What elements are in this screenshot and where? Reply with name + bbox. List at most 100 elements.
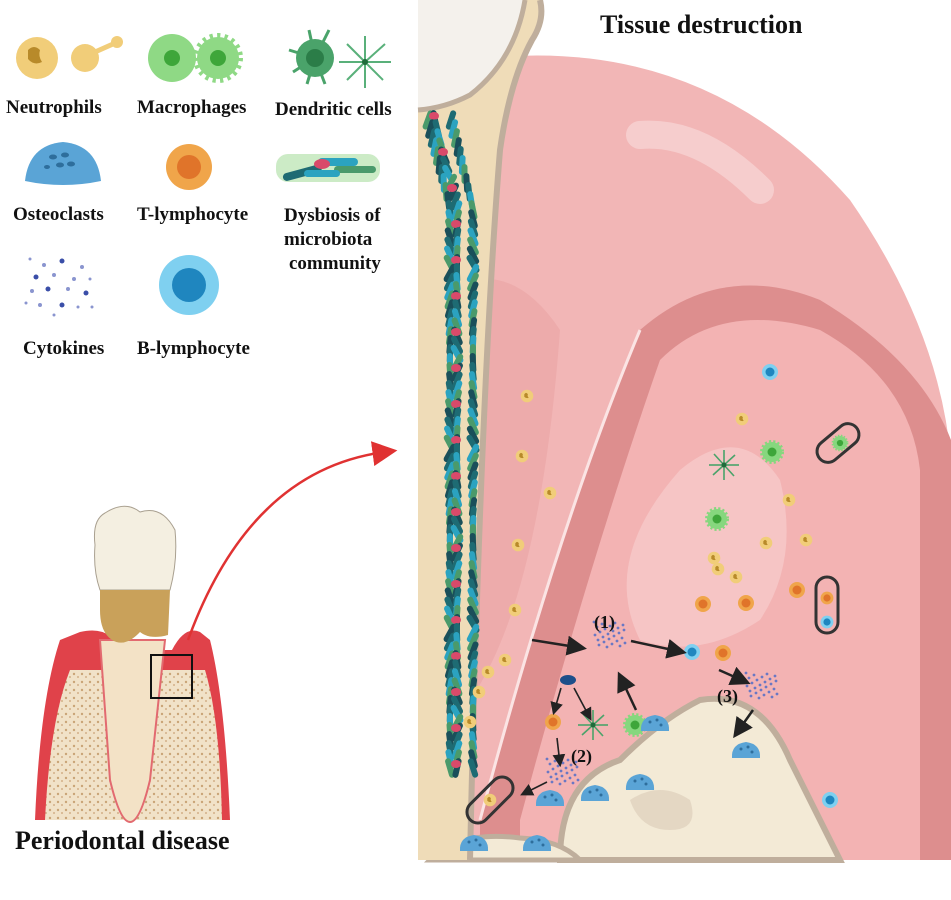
cytokine-dot: [595, 625, 599, 629]
cytokine-dot: [24, 301, 28, 305]
bacterium: [438, 148, 448, 156]
cytokine-dot: [568, 776, 572, 780]
legend-label-neutrophils: Neutrophils: [6, 97, 102, 118]
cytokine-dot: [753, 686, 757, 690]
neutrophil: [782, 493, 796, 507]
cytokine-dot: [565, 771, 569, 775]
bacterium: [450, 515, 464, 535]
cytokine-dot: [754, 691, 758, 695]
b-lymphocyte-icon: [159, 255, 219, 315]
cytokine-dot: [592, 620, 596, 624]
bacterium: [444, 236, 456, 256]
bacterium: [448, 119, 459, 139]
cytokine-dot: [765, 672, 769, 676]
cytokine-dot: [773, 674, 777, 678]
cytokine-dot: [608, 624, 612, 628]
bacterium: [451, 328, 461, 336]
bacterium: [451, 760, 461, 768]
cytokine-dot: [749, 694, 753, 698]
cytokine-dot: [757, 696, 761, 700]
cytokine-dot: [30, 289, 34, 293]
bacterium: [447, 184, 457, 192]
cytokine-dot: [617, 631, 621, 635]
bacterium: [450, 695, 464, 715]
bacterium: [444, 596, 456, 616]
t-lymphocyte: [545, 714, 561, 730]
macrophage: [760, 440, 784, 464]
legend-label-cytokines: Cytokines: [23, 338, 105, 359]
neutrophil: [520, 389, 534, 403]
cytokine-dot: [549, 775, 553, 779]
bacterium: [467, 236, 479, 256]
tooth-root: [98, 639, 167, 824]
bacterium: [444, 281, 456, 301]
bacterium: [445, 758, 455, 778]
cytokine-dot: [88, 277, 92, 281]
macrophage-icon: [148, 33, 243, 83]
cytokine-dot: [760, 675, 764, 679]
cytokine-dot: [563, 779, 567, 783]
cytokine-dot: [33, 274, 39, 280]
cytokine-dot: [748, 689, 752, 693]
bacterium: [451, 724, 461, 732]
bacterium: [466, 425, 480, 445]
bacterium: [467, 632, 479, 652]
bacterium: [466, 623, 480, 643]
legend-icons: [16, 29, 391, 317]
bacterium: [466, 263, 480, 283]
t-lymphocyte: [820, 591, 834, 605]
bacterium: [467, 227, 479, 247]
cytokine-dot: [622, 628, 626, 632]
cytokine-dot: [559, 769, 563, 773]
bacterium: [451, 508, 461, 516]
cytokine-dot: [42, 263, 46, 267]
alveolar-bone: [556, 695, 845, 863]
cytokine-dot: [548, 762, 552, 766]
cytokine-dot: [90, 305, 94, 309]
cytokine-dot: [72, 277, 76, 281]
neutrophil: [707, 551, 721, 565]
cell-interaction-capsule: [465, 775, 515, 825]
legend-label-dysbiosis-line3: community: [289, 253, 381, 274]
cytokine-dot: [601, 635, 605, 639]
bacterium: [452, 299, 462, 319]
cytokine-dot: [603, 627, 607, 631]
bacterium: [444, 641, 456, 661]
cytokine-dot: [574, 760, 578, 764]
pathway-arrows: [520, 635, 755, 796]
cytokine-dot: [576, 778, 580, 782]
macrophage: [831, 434, 849, 452]
cytokine-dot: [546, 770, 550, 774]
t-lymphocyte-icon: [166, 144, 212, 190]
legend-label-t-lymphocyte: T-lymphocyte: [137, 204, 249, 225]
bacterium: [451, 371, 463, 391]
cytokine-dot: [605, 645, 609, 649]
cytokine-dot: [28, 257, 32, 261]
tissue-section: [417, 0, 951, 863]
cytokine-dot: [613, 621, 617, 625]
bacterium: [466, 443, 480, 463]
bacterium: [451, 292, 461, 300]
cell-interaction-capsule: [814, 575, 840, 635]
cytokine-dot: [545, 757, 549, 761]
cytokine-dot: [602, 640, 606, 644]
bone-marrow: [630, 790, 693, 830]
b-lymphocyte: [684, 644, 700, 660]
bacterium: [444, 416, 456, 436]
b-lymphocyte: [762, 364, 778, 380]
cytokine-dot: [570, 768, 574, 772]
bacterium: [451, 472, 461, 480]
legend-label-dendritic-cells: Dendritic cells: [275, 99, 392, 120]
cytokine-dot: [52, 313, 56, 317]
bacterium: [445, 110, 457, 130]
bacterium: [443, 443, 457, 463]
cytokine-dot: [606, 632, 610, 636]
bacterium: [468, 569, 478, 589]
bacterium: [444, 587, 456, 607]
neutrophil: [729, 570, 743, 584]
bacterium: [451, 308, 463, 328]
neutrophil: [711, 562, 725, 576]
cytokine-dot: [80, 265, 84, 269]
b-lymphocyte: [820, 615, 834, 629]
neutrophil: [481, 665, 495, 679]
